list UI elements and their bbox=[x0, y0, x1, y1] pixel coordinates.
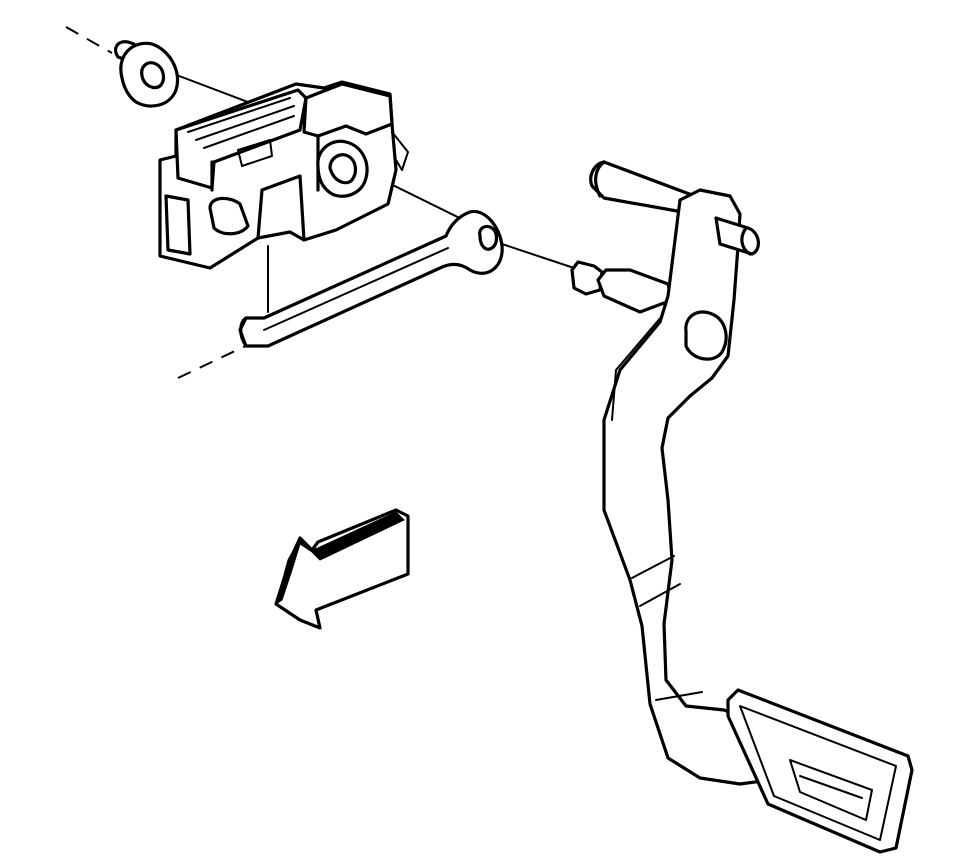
pedal-pad-rim bbox=[739, 705, 897, 841]
switch-front-face bbox=[256, 174, 306, 242]
pedal-pin bbox=[570, 260, 674, 314]
dashed-centerline-top bbox=[65, 26, 113, 54]
pushrod-eye bbox=[478, 224, 499, 251]
retainer-nut bbox=[114, 40, 180, 108]
switch-side-tab bbox=[164, 194, 192, 256]
brake-light-switch bbox=[158, 80, 409, 313]
pedal-pad-rib bbox=[799, 775, 863, 799]
pedal-arm-bend bbox=[655, 691, 703, 701]
switch-lower-lug bbox=[208, 196, 250, 236]
top-rib-3 bbox=[203, 115, 295, 149]
pin-head bbox=[570, 260, 604, 296]
switch-right-housing bbox=[302, 82, 394, 138]
pedal-pad bbox=[726, 688, 914, 854]
socket-hole bbox=[328, 153, 358, 185]
top-rib-1 bbox=[187, 97, 291, 133]
top-rib-2 bbox=[195, 105, 295, 141]
switch-top-block bbox=[174, 88, 308, 190]
switch-connector-slot bbox=[237, 139, 273, 167]
pedal-pin-stub bbox=[714, 216, 760, 256]
pin-stub-end bbox=[740, 226, 752, 256]
pedal-arm-band-bottom bbox=[639, 583, 681, 607]
pushrod bbox=[238, 209, 504, 348]
brake-pedal bbox=[602, 188, 784, 786]
arrow-dark-face bbox=[275, 511, 405, 606]
pushrod-tip bbox=[239, 316, 248, 348]
pedal-arm-band-top bbox=[631, 555, 675, 579]
arrow-left-down-icon bbox=[274, 508, 410, 630]
dashed-centerline-bottom bbox=[177, 341, 255, 379]
pivot-shaft-end bbox=[594, 160, 606, 198]
pedal-pad-groove bbox=[789, 759, 873, 821]
pushrod-to-pin-line bbox=[489, 239, 581, 271]
pedal-arm bbox=[602, 188, 784, 786]
switch-clip bbox=[391, 131, 409, 171]
pushrod-seam bbox=[263, 247, 449, 331]
pin-shaft bbox=[596, 268, 674, 314]
washer-hole bbox=[140, 61, 166, 90]
pedal-arm-inner-edge bbox=[611, 315, 663, 421]
pedal-pivot-hole bbox=[684, 310, 728, 361]
